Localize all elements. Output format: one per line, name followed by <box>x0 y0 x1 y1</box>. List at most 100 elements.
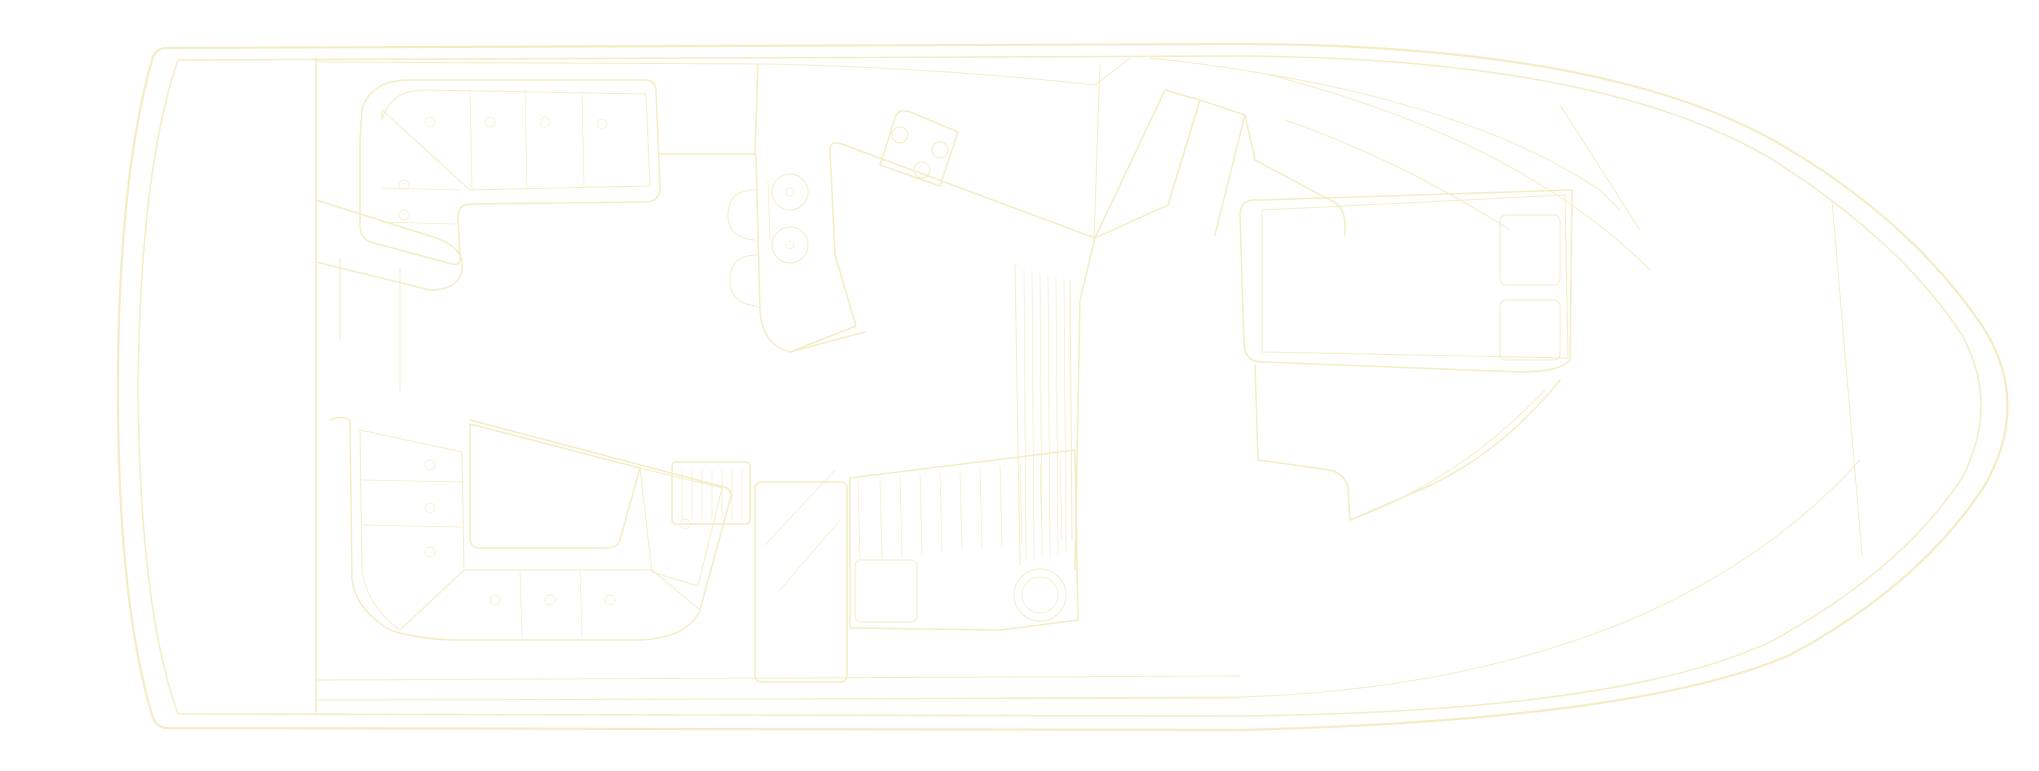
burner-inner <box>785 240 795 250</box>
helm-console <box>829 142 1096 571</box>
hatch <box>1055 277 1059 555</box>
helm-panel <box>1069 279 1073 541</box>
button-tuft <box>424 502 436 514</box>
floor-line <box>959 469 963 551</box>
helm-front <box>789 149 857 353</box>
hatch <box>1031 271 1035 561</box>
cushion-seam <box>361 479 463 483</box>
cabin-wall-top <box>315 57 1131 86</box>
button-tuft <box>604 594 616 606</box>
dinette-cushion-lower <box>359 429 465 631</box>
dinette-bench-lower <box>329 416 732 641</box>
side-seat <box>639 467 723 587</box>
cabin-wall-bottom <box>315 459 1861 701</box>
cabin-walls <box>315 57 1863 715</box>
gauge <box>891 126 909 144</box>
dinette-arm-upper <box>315 199 463 291</box>
cushion-seam <box>524 89 528 191</box>
cushion-seam <box>519 571 523 637</box>
galley-counter <box>659 153 866 353</box>
cushion-seam <box>381 187 461 191</box>
bow-wall-side <box>1831 199 1863 556</box>
button-tuft <box>398 179 410 191</box>
bow-wall-top <box>1149 57 1621 211</box>
hull-outline <box>116 42 2009 732</box>
galley-counter-top <box>754 63 759 155</box>
cushion-seam <box>581 91 585 189</box>
pillow <box>1499 214 1561 286</box>
vanity <box>854 559 918 623</box>
button-tuft <box>544 594 556 606</box>
floor-line <box>919 473 923 555</box>
floor-line <box>979 467 983 549</box>
hatch <box>1047 275 1051 557</box>
floor-line <box>857 479 861 561</box>
hull-inner <box>137 55 1982 717</box>
button-tuft <box>398 209 410 221</box>
floor-line <box>939 471 943 553</box>
gauge <box>913 161 931 179</box>
dinette-cushion-front <box>399 569 701 631</box>
burner <box>771 173 809 211</box>
hatch <box>1023 269 1027 561</box>
button-tuft <box>424 459 436 471</box>
bow-seat-upper-b <box>1167 99 1246 236</box>
floor-line <box>899 475 903 557</box>
dinette-cushion-upper <box>381 89 651 191</box>
floor-line <box>999 465 1003 547</box>
dinette-table <box>469 423 641 549</box>
button-tuft <box>539 116 551 128</box>
floor-line <box>879 477 883 559</box>
galley <box>659 63 866 353</box>
gauge <box>931 141 949 159</box>
hull-outer <box>116 42 2009 732</box>
toilet-seat <box>1021 576 1059 614</box>
bow-seat-upper-curve-b <box>1284 119 1511 231</box>
foredeck-line-a <box>1269 74 1651 271</box>
floor-line <box>1039 461 1043 543</box>
berth-mattress <box>1261 194 1569 359</box>
cabinet <box>754 481 848 683</box>
cabinet-line <box>764 469 836 546</box>
button-tuft <box>489 594 501 606</box>
hatch <box>1039 273 1043 559</box>
helm-panel <box>1093 63 1101 241</box>
bow-seat-lower <box>1254 364 1561 521</box>
cushion-seam <box>379 221 456 225</box>
helm-station <box>789 63 1101 571</box>
bow-seat-upper <box>1094 89 1201 239</box>
toilet <box>1013 568 1067 622</box>
helm-panel <box>1014 264 1021 566</box>
pillow <box>1499 299 1561 361</box>
berth <box>1239 189 1573 373</box>
floor-line <box>1019 463 1023 545</box>
burner <box>771 226 809 264</box>
hatch <box>1063 279 1067 553</box>
sink-basin <box>729 254 758 307</box>
floor-line <box>1059 459 1063 541</box>
sink-basin <box>727 189 756 241</box>
cockpit-fixtures <box>315 449 1241 701</box>
cushion-seam <box>361 524 463 528</box>
transom-step-b <box>315 697 1241 701</box>
burner-inner <box>785 187 795 197</box>
cabinet-line <box>779 519 841 591</box>
grill <box>671 461 751 525</box>
galley-edge <box>767 179 771 241</box>
button-tuft <box>424 116 436 128</box>
forward-cabin <box>1094 89 1573 521</box>
foredeck-line-b <box>1559 104 1641 231</box>
cushion-seam <box>579 571 583 637</box>
button-tuft <box>484 116 496 128</box>
dinette-bench-upper <box>359 79 661 266</box>
helm-dash <box>879 110 959 187</box>
button-tuft <box>596 118 608 130</box>
button-tuft <box>424 546 436 558</box>
bow-seat-lower-inner <box>1349 389 1546 521</box>
cushion-seam <box>469 89 473 191</box>
head-compartment <box>849 449 1079 631</box>
transom-step <box>315 675 1241 681</box>
bow-seat-upper-curve <box>1244 114 1346 236</box>
u-dinette <box>315 79 732 641</box>
